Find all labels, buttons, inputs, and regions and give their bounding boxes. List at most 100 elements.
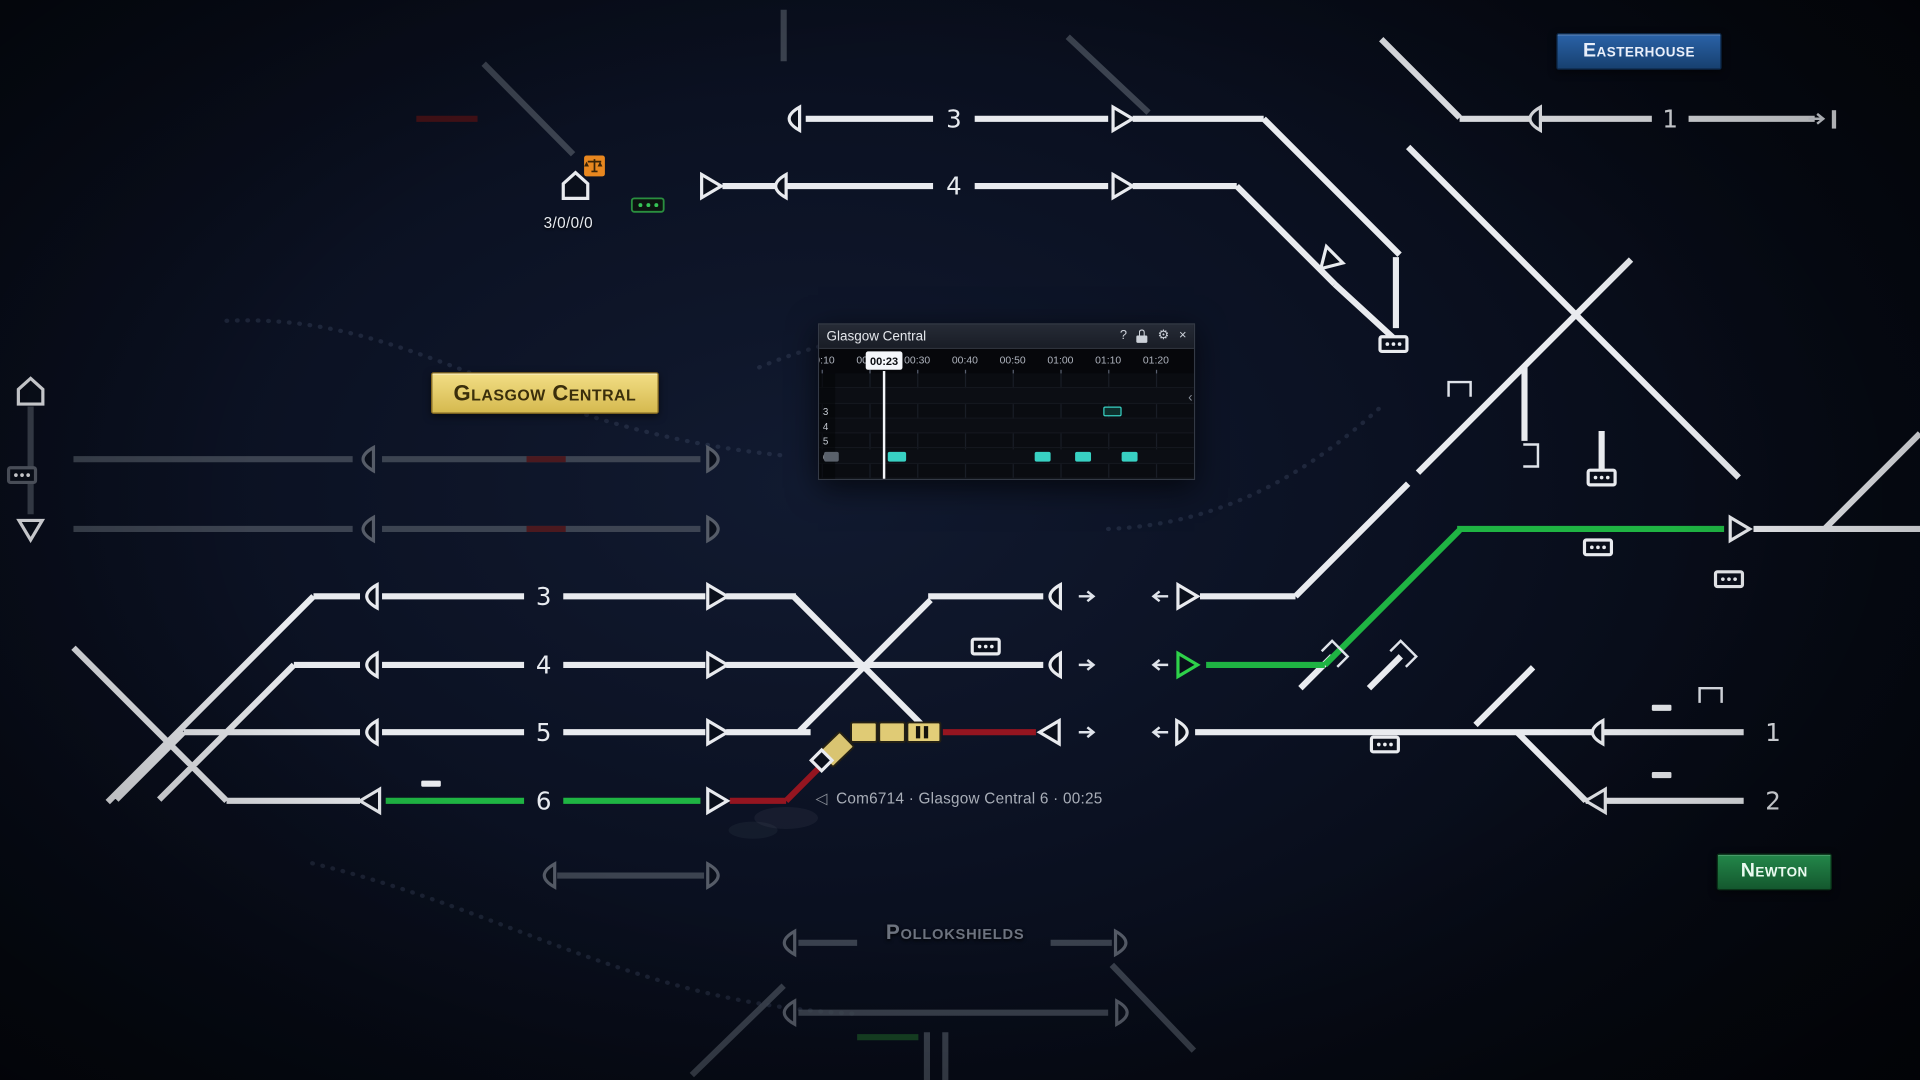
signal[interactable] [706, 719, 729, 746]
gear-icon[interactable]: ⚙ [1157, 328, 1170, 344]
time-tick: 00:50 [999, 353, 1026, 367]
time-tick: 00:10 [819, 353, 835, 367]
current-time-badge[interactable]: 00:23 [865, 351, 903, 370]
platform-sensor[interactable] [1115, 999, 1129, 1026]
timetable-train-block[interactable] [1075, 451, 1092, 462]
industry-status-indicator[interactable] [630, 197, 665, 213]
signal[interactable] [1111, 172, 1135, 200]
timetable-row[interactable] [819, 388, 1194, 404]
signal[interactable] [706, 583, 729, 610]
platform-sensor[interactable] [1048, 651, 1063, 679]
sensor-marker[interactable] [970, 637, 1001, 656]
platform-sensor[interactable] [542, 862, 557, 889]
release-marker[interactable] [1447, 380, 1472, 398]
close-icon[interactable]: × [1179, 328, 1187, 344]
help-icon[interactable]: ? [1119, 328, 1128, 344]
platform-sensor[interactable] [706, 862, 720, 889]
sensor-marker[interactable] [1713, 570, 1745, 589]
release-marker[interactable] [1522, 443, 1540, 468]
platform-sensor[interactable] [365, 583, 379, 610]
station-label-pollokshields[interactable]: Pollokshields [885, 920, 1025, 945]
timetable-row[interactable] [819, 418, 1194, 434]
industry-upgrade-icon[interactable] [584, 155, 605, 177]
smoke [754, 806, 818, 829]
station-label-newton[interactable]: Newton [1716, 853, 1832, 891]
timetable-row[interactable] [819, 404, 1194, 419]
direction-arrow [1152, 726, 1170, 739]
track-number: 4 [946, 172, 962, 201]
platform-sensor[interactable] [787, 105, 802, 132]
timetable-train-block[interactable] [887, 451, 907, 462]
track-number: 5 [536, 718, 552, 747]
platform-sensor[interactable] [774, 172, 788, 200]
timetable-train-block[interactable] [1034, 451, 1051, 462]
time-tickmark [821, 369, 823, 374]
signal[interactable] [1310, 244, 1345, 279]
signal[interactable] [1584, 787, 1607, 815]
stop-marker [421, 780, 441, 787]
timetable-collapse-button[interactable]: ‹ [1188, 391, 1193, 406]
signal[interactable] [1728, 515, 1752, 543]
timetable-train-block[interactable] [1103, 406, 1122, 416]
route-hint [310, 861, 860, 1017]
signal[interactable] [358, 787, 382, 815]
signal[interactable] [706, 787, 729, 815]
timetable-row[interactable] [819, 373, 1194, 389]
platform-sensor[interactable] [782, 929, 797, 957]
train-info-label[interactable]: ◁Com6714 · Glasgow Central 6 · 00:25 [816, 789, 1103, 807]
station-label-glasgow-central[interactable]: Glasgow Central [431, 372, 659, 414]
platform-sensor[interactable] [1113, 929, 1128, 957]
stop-marker [1651, 704, 1672, 711]
sensor-marker[interactable] [1378, 335, 1409, 354]
sensor-marker[interactable] [6, 466, 38, 485]
timetable-row[interactable] [819, 464, 1194, 479]
lock-icon[interactable] [1136, 329, 1148, 343]
platform-sensor[interactable] [1048, 583, 1063, 610]
stop-marker [1651, 772, 1672, 779]
timetable-window[interactable]: Glasgow Central ? ⚙ × 00:1000:2000:3000:… [817, 323, 1196, 480]
track-number: 6 [536, 786, 552, 815]
platform-sensor[interactable] [782, 999, 797, 1026]
platform-sensor[interactable] [1590, 719, 1605, 746]
track-number: 4 [536, 650, 552, 679]
release-marker[interactable] [1698, 686, 1723, 705]
sensor-marker[interactable] [1586, 468, 1617, 487]
train[interactable] [809, 721, 942, 773]
signal-green[interactable] [1176, 651, 1200, 679]
platform-sensor[interactable] [1175, 719, 1189, 746]
sensor-marker[interactable] [1582, 538, 1614, 557]
time-tick: 00:40 [951, 353, 978, 367]
platform-sensor[interactable] [1528, 105, 1543, 132]
station-icon[interactable] [16, 376, 45, 406]
platform-sensor[interactable] [365, 651, 379, 679]
current-time-line[interactable] [882, 371, 886, 479]
platform-sensor[interactable] [706, 515, 720, 543]
time-tickmark [964, 369, 967, 374]
signal[interactable] [706, 651, 729, 679]
main-tracks[interactable] [71, 37, 1920, 805]
signal[interactable] [17, 518, 44, 542]
track-number: 3 [536, 582, 552, 611]
set-route-tracks[interactable] [385, 525, 1725, 804]
signal[interactable] [1111, 105, 1135, 132]
route-hint [757, 326, 1141, 370]
timetable-row-label: 3 [822, 406, 829, 418]
direction-arrow [1077, 590, 1095, 603]
timetable-train-block[interactable] [1121, 451, 1138, 462]
signal[interactable] [700, 172, 723, 200]
timetable-train-block[interactable] [824, 451, 839, 462]
sensor-marker[interactable] [1369, 735, 1400, 754]
platform-sensor[interactable] [365, 719, 379, 746]
platform-sensor[interactable] [361, 515, 376, 543]
platform-sensor[interactable] [361, 445, 376, 473]
timetable-row[interactable] [819, 448, 1194, 464]
direction-arrow [1152, 590, 1170, 603]
platform-sensor[interactable] [706, 445, 720, 473]
signal[interactable] [1176, 583, 1200, 610]
industry-icon[interactable] [561, 171, 590, 200]
timetable-titlebar[interactable]: Glasgow Central ? ⚙ × [819, 324, 1194, 349]
signal[interactable] [1037, 719, 1061, 746]
station-label-easterhouse[interactable]: Easterhouse [1556, 33, 1722, 70]
timetable-row[interactable] [819, 434, 1194, 449]
